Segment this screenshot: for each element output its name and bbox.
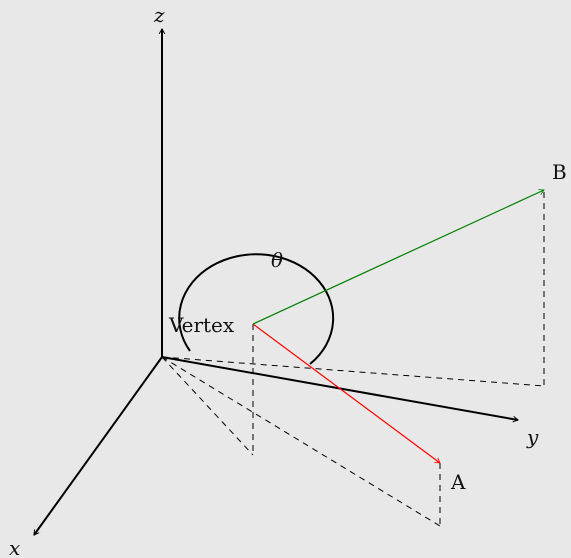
vector-to-b xyxy=(252,189,545,325)
origin-to-b-foot-line xyxy=(161,356,545,387)
angle-theta-label: θ xyxy=(271,248,283,272)
point-b-label: B xyxy=(552,160,567,184)
z-axis-label: z xyxy=(153,3,165,27)
x-axis xyxy=(33,356,163,536)
vector-to-a xyxy=(252,323,441,464)
axes xyxy=(33,28,519,536)
origin-to-vertex-foot-line xyxy=(161,356,254,456)
projection-lines xyxy=(161,192,545,527)
point-a-label: A xyxy=(450,470,466,494)
x-axis-label: x xyxy=(9,536,20,558)
vertex-label: Vertex xyxy=(168,313,235,337)
y-axis-label: y xyxy=(526,425,539,449)
angle-arc xyxy=(178,253,335,365)
